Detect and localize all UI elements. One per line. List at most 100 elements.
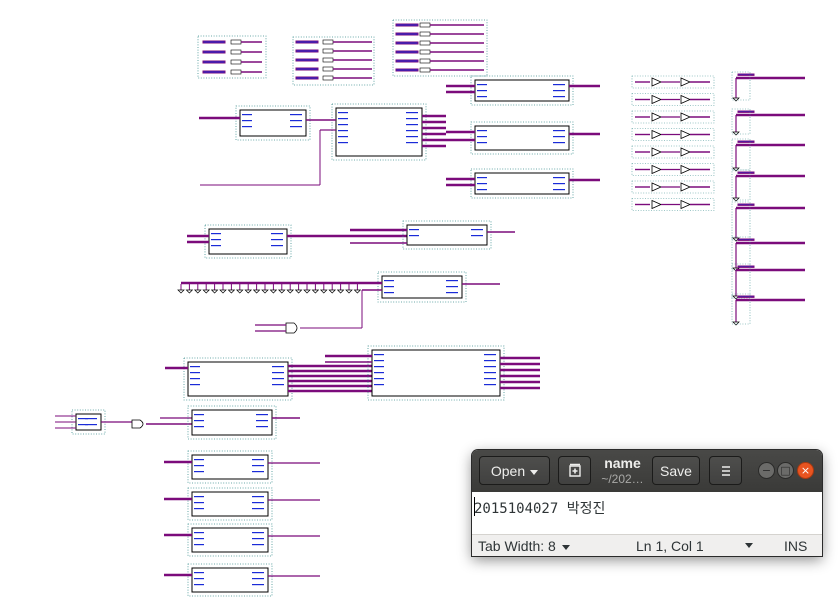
pin-label <box>252 471 264 473</box>
pin-label <box>409 229 419 231</box>
pin-label <box>395 23 419 27</box>
pin-label <box>374 360 384 362</box>
selection-outline <box>731 169 751 201</box>
new-tab-button[interactable] <box>558 456 591 485</box>
text-editor-area[interactable]: 2015104027 박정진 <box>472 492 822 534</box>
input-pin <box>419 58 431 64</box>
ground-symbol <box>277 289 286 294</box>
selection-outline <box>187 523 273 557</box>
pin-label <box>202 50 226 54</box>
buffer-gate <box>651 77 662 87</box>
pin-label <box>252 544 264 546</box>
pin-label <box>194 578 204 580</box>
ground-symbol <box>261 289 269 294</box>
chevron-down-icon <box>561 544 570 550</box>
and-gate <box>285 322 298 334</box>
chevron-down-icon[interactable] <box>745 543 753 548</box>
pin-label <box>737 171 755 174</box>
pin-label <box>194 538 204 540</box>
pin-label <box>484 378 496 380</box>
pin-label <box>484 366 496 368</box>
open-label: Open <box>490 463 526 479</box>
logic-block <box>191 491 269 517</box>
close-button[interactable]: × <box>797 462 814 479</box>
pin-label <box>477 177 487 179</box>
selection-outline <box>731 71 751 101</box>
pin-label <box>477 189 487 191</box>
pin-label <box>211 239 221 241</box>
buffer-gate <box>680 129 691 140</box>
selection-outline <box>235 105 311 141</box>
pin-label <box>395 41 419 45</box>
pin-label <box>477 130 487 132</box>
pin-label <box>553 130 565 132</box>
pin-label <box>202 60 226 64</box>
pin-label <box>194 508 204 510</box>
input-pin <box>419 67 431 73</box>
pin-label <box>406 118 418 120</box>
tab-width-selector[interactable]: Tab Width: 8 <box>478 536 570 556</box>
pin-label <box>553 96 565 98</box>
ground-symbol <box>732 321 740 326</box>
pin-label <box>194 426 204 428</box>
logic-block <box>239 109 307 137</box>
selection-outline <box>631 75 715 89</box>
logic-block <box>191 567 269 593</box>
pin-label <box>256 414 268 416</box>
selection-outline <box>331 103 427 161</box>
insert-mode-indicator[interactable]: INS <box>784 538 808 554</box>
ground-symbol <box>353 289 362 294</box>
logic-block <box>208 228 288 255</box>
buffer-gate <box>651 199 662 210</box>
input-pin <box>322 57 334 63</box>
window-title: name <box>604 455 641 471</box>
selection-outline <box>631 163 715 176</box>
pin-label <box>477 142 487 144</box>
pin-label <box>295 76 319 80</box>
gedit-window: Open name ~/202… Save − □ × 2015104027 박… <box>472 450 822 556</box>
pin-label <box>256 426 268 428</box>
pin-label <box>553 189 565 191</box>
pin-label <box>338 142 348 144</box>
save-button[interactable]: Save <box>652 456 700 485</box>
input-pin <box>322 75 334 81</box>
pin-label <box>374 378 384 380</box>
maximize-button[interactable]: □ <box>777 462 794 479</box>
pin-label <box>290 120 302 122</box>
cursor-position[interactable]: Ln 1, Col 1 <box>636 538 704 554</box>
menu-button[interactable] <box>709 456 742 485</box>
logic-block <box>191 454 269 480</box>
pin-label <box>252 538 264 540</box>
pin-label <box>252 532 264 534</box>
pin-label <box>737 238 755 241</box>
logic-block <box>474 125 570 151</box>
logic-block <box>381 275 463 299</box>
input-pin <box>322 39 334 45</box>
ground-symbol <box>202 289 211 294</box>
pin-label <box>553 142 565 144</box>
logic-block <box>191 527 269 553</box>
open-button[interactable]: Open <box>479 456 550 485</box>
status-bar: Tab Width: 8 Ln 1, Col 1 INS <box>472 534 822 556</box>
pin-label <box>395 50 419 54</box>
buffer-gate <box>680 199 691 210</box>
pin-label <box>194 572 204 574</box>
pin-label <box>338 112 348 114</box>
pin-label <box>737 295 755 298</box>
input-pin <box>419 31 431 37</box>
pin-label <box>295 49 319 53</box>
editor-content[interactable]: 2015104027 박정진 <box>474 501 606 517</box>
pin-label <box>194 584 204 586</box>
pin-label <box>409 235 419 237</box>
pin-label <box>242 126 252 128</box>
pin-label <box>256 420 268 422</box>
pin-label <box>190 366 200 368</box>
logic-block <box>191 409 273 436</box>
minimize-button[interactable]: − <box>758 462 775 479</box>
pin-label <box>252 459 264 461</box>
pin-label <box>252 496 264 498</box>
pin-label <box>374 354 384 356</box>
logic-block <box>406 224 488 246</box>
selection-outline <box>731 293 751 325</box>
